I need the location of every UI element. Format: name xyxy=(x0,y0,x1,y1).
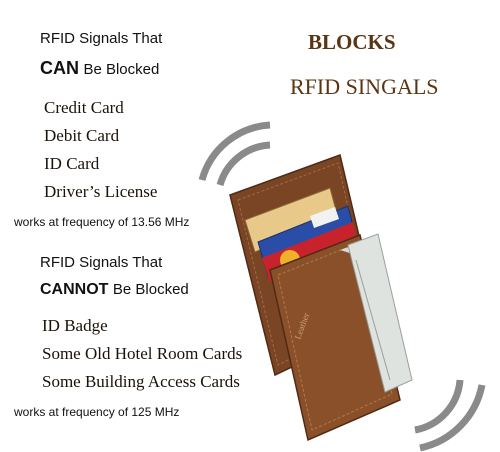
banknotes-icon xyxy=(347,233,413,393)
can-heading-line2: CAN Be Blocked xyxy=(40,58,159,79)
can-item-drivers-license: Driver’s License xyxy=(44,182,158,201)
cannot-item-hotel-cards: Some Old Hotel Room Cards xyxy=(42,344,243,363)
blocks-title: BLOCKS xyxy=(308,30,396,54)
can-emphasis: CAN xyxy=(40,58,79,78)
cannot-emphasis: CANNOT xyxy=(40,281,109,298)
rfid-signals-title: RFID SINGALS xyxy=(290,74,439,99)
cannot-heading-line1: RFID Signals That xyxy=(40,254,163,271)
can-item-id-card: ID Card xyxy=(44,154,100,173)
signal-waves-bottom-right-icon xyxy=(414,379,486,452)
can-heading-line1: RFID Signals That xyxy=(40,30,163,47)
can-item-debit-card: Debit Card xyxy=(44,126,120,145)
cannot-frequency: works at frequency of 125 MHz xyxy=(14,405,180,419)
cannot-heading-line2: CANNOT Be Blocked xyxy=(40,281,189,299)
cannot-item-building-cards: Some Building Access Cards xyxy=(42,372,240,391)
can-frequency: works at frequency of 13.56 MHz xyxy=(14,215,190,229)
wallet-illustration: Leather xyxy=(198,121,486,452)
signal-waves-top-left-icon xyxy=(198,121,271,187)
cannot-item-id-badge: ID Badge xyxy=(42,316,108,335)
can-item-credit-card: Credit Card xyxy=(44,98,124,117)
can-heading-rest: Be Blocked xyxy=(83,61,160,78)
cannot-heading-rest: Be Blocked xyxy=(112,281,189,298)
